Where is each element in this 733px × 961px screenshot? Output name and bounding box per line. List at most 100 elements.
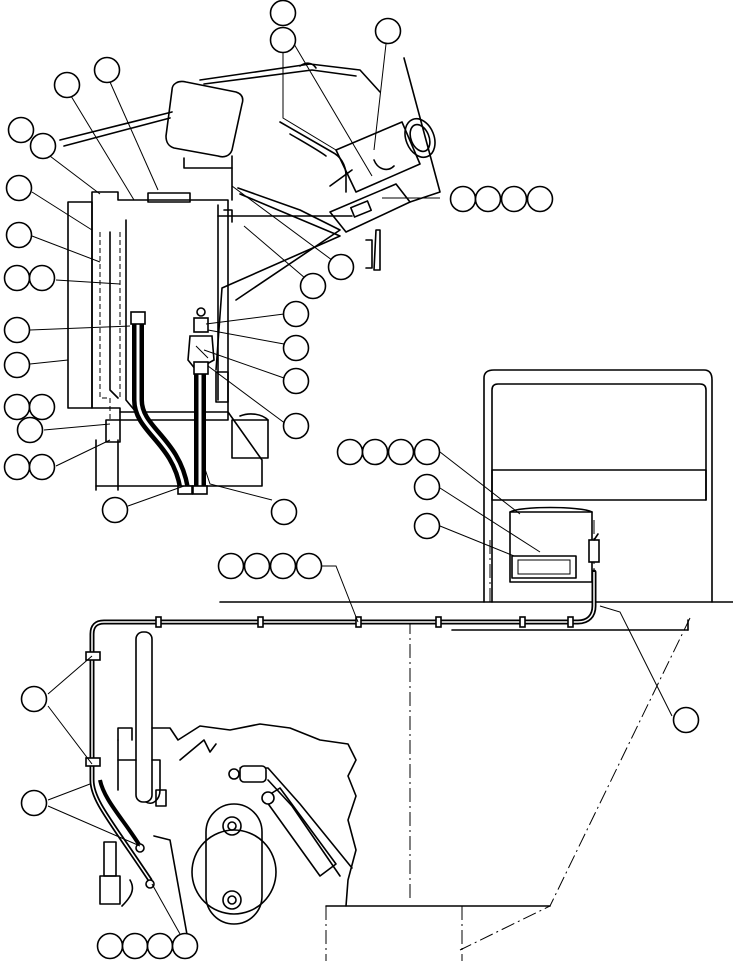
balloon-hose-bottom-left [101,496,129,524]
return-hose-lower-fitting [192,485,208,495]
cab-enclosure [483,369,713,603]
engine-detail [179,739,217,761]
cab-outline [483,369,713,603]
cooler-unit [509,511,593,583]
leader-mid2 [243,225,313,285]
suction-hose [130,311,193,495]
balloon-left-3 [5,174,33,202]
balloon-upper-left-1 [53,71,81,99]
line-clip-5 [519,616,526,628]
internal-pipe-dashed [99,232,111,420]
cooler-top [509,506,593,513]
cooler-core-inner [517,559,571,575]
balloon-fitting-2 [282,334,310,362]
balloon-clamp-left [20,685,48,713]
balloon-line-group4-c [269,552,297,580]
balloon-line-group4-b [243,552,271,580]
pulley-bolt-top [222,816,242,836]
leader-f4 [207,365,287,425]
pump-hose-nut [261,791,275,805]
pulley [191,829,277,915]
engine-outline [117,723,357,907]
leader-bottom-group [151,883,181,935]
tank-body [91,191,229,421]
filler-cap [147,192,191,203]
balloon-pipe-left [20,789,48,817]
main-line-end [145,879,155,889]
branch-hose [98,779,142,848]
intake-strut [329,169,353,187]
pump-hose [239,767,353,877]
balloon-left-pair-3b [28,453,56,481]
balloon-mid-2 [299,272,327,300]
cab-window-bar [491,469,707,501]
leader-hose-br [201,459,273,501]
leader-ul2 [109,81,159,191]
balloon-right-group4-a [449,185,477,213]
leader-l8 [55,439,111,467]
inner-wall [109,231,119,399]
line-clip-3 [355,616,362,628]
balloon-bottom-group4-a [96,932,124,960]
leader-top-right [373,43,387,151]
leader-pipe-left [47,783,141,847]
balloon-left-5 [3,316,31,344]
return-hose [187,307,215,495]
leader-f3 [203,349,285,379]
balloon-left-6 [3,351,31,379]
callout-balloons [3,0,700,960]
leader-l2 [31,191,93,231]
leader-mid1 [231,185,341,267]
balloon-cab-group4-c [387,438,415,466]
balloon-cab-group4-a [336,438,364,466]
engine-bracket [117,727,137,761]
pulley-bolt-top-inner [227,821,237,831]
hose-inner [136,320,186,490]
balloon-top-right [374,17,402,45]
balloon-right-group4-c [500,185,528,213]
leader-lines [29,40,673,935]
side-plate-2 [365,239,373,269]
balloon-left-4 [5,221,33,249]
breather-line [199,63,381,93]
balloon-mid-1 [327,253,355,281]
pump-hose-body [263,787,337,877]
inner-wall-2 [125,219,137,413]
branch-fitting [135,843,145,853]
pump-fitting [239,765,267,783]
balloon-left-pair-3a [3,453,31,481]
leader-l4 [55,279,121,285]
balloon-bottom-group4-b [121,932,149,960]
leader-cab-group [439,451,521,515]
balloon-bottom-group4-c [146,932,174,960]
side-plate [373,229,381,271]
filler-tube [103,841,117,877]
cleaner-canister [165,80,244,158]
balloon-right-line [672,706,700,734]
line-clip-1 [155,616,162,628]
intake-opening [404,117,436,159]
balloon-fitting-4 [282,412,310,440]
leader-hose-bl [127,485,192,507]
leader-clamp-left [47,655,93,765]
bracket-rod-1 [59,111,173,141]
filter-box [231,419,269,459]
balloon-left-7 [16,416,44,444]
leader-l5 [29,325,131,331]
leader-l7 [43,423,111,431]
balloon-top-b [269,26,297,54]
chassis [219,601,733,961]
fitting-top [193,317,209,333]
balloon-cab-2 [413,512,441,540]
intake-tube [335,121,421,193]
breather-line-2 [203,69,357,85]
cab-inner [491,383,707,603]
balloon-line-group4-a [217,552,245,580]
intake-opening-inner [409,123,431,153]
balloon-line-group4-d [295,552,323,580]
balloon-left-pair-1a [3,264,31,292]
line-clip-4 [435,616,442,628]
pump-fitting-nut [228,768,240,780]
side-panel [67,201,93,409]
